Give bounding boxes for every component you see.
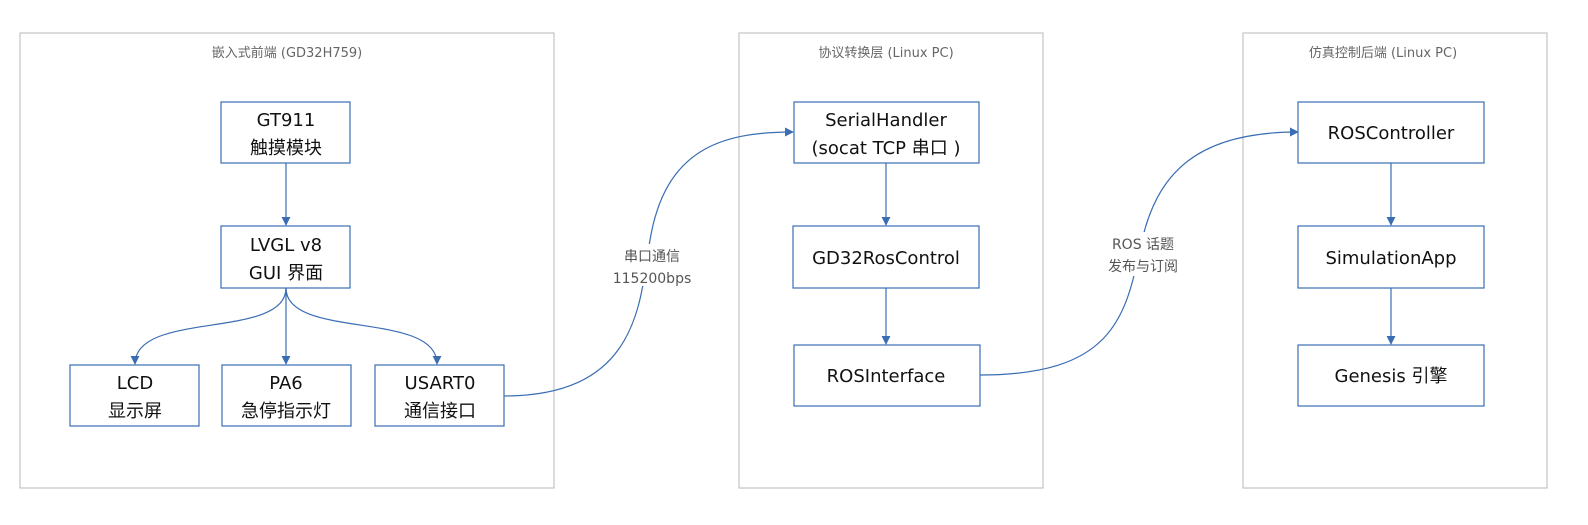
node-simulation-app-label: SimulationApp (1325, 248, 1456, 269)
node-genesis-label: Genesis 引擎 (1335, 366, 1448, 387)
node-gt911-line2: 触摸模块 (250, 138, 322, 159)
node-serial-handler-line2: (socat TCP 串口 ) (812, 138, 961, 159)
node-ros-controller-label: ROSController (1328, 123, 1455, 144)
node-serial-handler-box (793, 101, 980, 164)
node-lvgl-line1: LVGL v8 (250, 235, 322, 256)
node-gt911: GT911 触摸模块 (220, 101, 351, 164)
node-lcd: LCD 显示屏 (69, 364, 200, 427)
node-usart0-line1: USART0 (405, 373, 476, 394)
node-gd32-ros-control-box (792, 225, 980, 289)
group-bridge-title: 协议转换层 (Linux PC) (818, 46, 953, 61)
node-genesis: Genesis 引擎 (1297, 344, 1485, 407)
node-ros-interface-box (793, 344, 981, 407)
node-simulation-app-box (1297, 225, 1485, 289)
node-lvgl-line2: GUI 界面 (249, 263, 323, 284)
node-gt911-box (220, 101, 351, 164)
node-ros-controller: ROSController (1297, 101, 1485, 164)
node-pa6-box (221, 364, 352, 427)
edge-label-serial-line2: 115200bps (613, 271, 692, 287)
node-simulation-app: SimulationApp (1297, 225, 1485, 289)
edge-lvgl-lcd (130, 287, 287, 365)
edge-label-serial: 串口通信 115200bps (608, 244, 696, 287)
node-lcd-box (69, 364, 200, 427)
node-ros-interface-label: ROSInterface (827, 366, 946, 387)
edge-label-ros-line1: ROS 话题 (1112, 237, 1174, 253)
node-serial-handler-line1: SerialHandler (825, 110, 947, 131)
node-pa6-line2: 急停指示灯 (241, 401, 331, 422)
node-lvgl-box (220, 225, 351, 289)
group-frontend-title: 嵌入式前端 (GD32H759) (212, 45, 363, 61)
node-gd32-ros-control: GD32RosControl (792, 225, 980, 289)
edge-label-serial-line1: 串口通信 (624, 249, 680, 265)
node-gt911-line1: GT911 (257, 110, 316, 131)
node-lvgl: LVGL v8 GUI 界面 (220, 225, 351, 289)
node-pa6-line1: PA6 (269, 373, 302, 394)
node-usart0-line2: 通信接口 (404, 401, 476, 422)
edge-label-ros-line2: 发布与订阅 (1108, 259, 1178, 275)
edge-lvgl-usart0 (285, 287, 442, 365)
node-usart0: USART0 通信接口 (374, 364, 505, 427)
edge-label-ros-bg (1100, 232, 1186, 276)
edge-label-ros: ROS 话题 发布与订阅 (1100, 232, 1186, 276)
group-backend-title: 仿真控制后端 (Linux PC) (1309, 46, 1457, 61)
node-usart0-box (374, 364, 505, 427)
node-genesis-box (1297, 344, 1485, 407)
node-serial-handler: SerialHandler (socat TCP 串口 ) (793, 101, 980, 164)
edge-label-serial-bg (608, 244, 696, 286)
node-gd32-ros-control-label: GD32RosControl (812, 248, 960, 269)
node-pa6: PA6 急停指示灯 (221, 364, 352, 427)
node-ros-controller-box (1297, 101, 1485, 164)
node-lcd-line2: 显示屏 (108, 401, 162, 422)
node-lcd-line1: LCD (117, 373, 153, 394)
node-ros-interface: ROSInterface (793, 344, 981, 407)
